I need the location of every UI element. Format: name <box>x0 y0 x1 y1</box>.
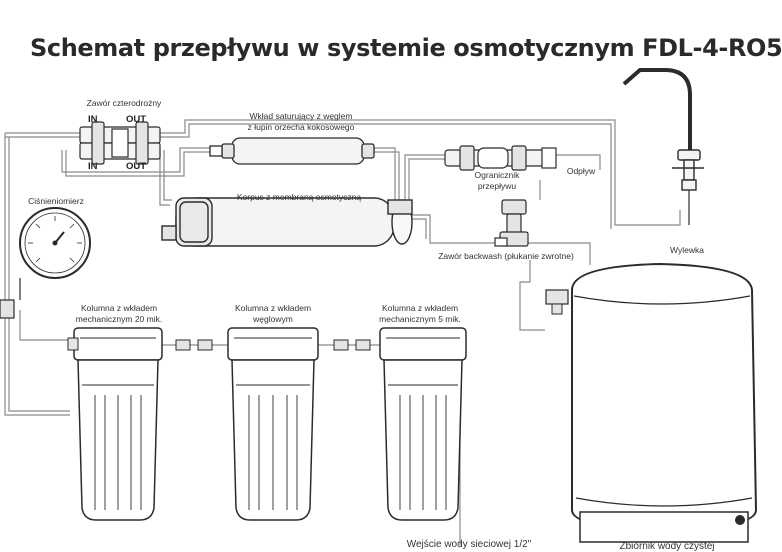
pressure-gauge <box>0 207 91 319</box>
backwash-valve <box>494 199 529 247</box>
four-way-valve-label: Zawór czterodrożny <box>86 98 162 108</box>
flow-limiter-label-1: Ogranicznik <box>474 170 520 180</box>
four-way-valve-in-bottom: IN <box>88 161 98 172</box>
column1-label-2: mechanicznym 20 mik. <box>75 314 163 324</box>
carbon-insert-label-2: z łupin orzecha kokosowego <box>247 122 355 132</box>
pressure-gauge-label: Ciśnieniomierz <box>28 196 84 206</box>
flow-limiter <box>444 145 557 171</box>
clean-water-tank <box>545 262 758 543</box>
filter-column-1 <box>67 327 163 521</box>
tubing <box>4 119 681 545</box>
backwash-valve-label: Zawór backwash (płukanie zwrotne) <box>438 251 574 261</box>
carbon-insert-housing <box>209 137 375 165</box>
drain-label: Odpływ <box>566 166 596 176</box>
column3-label-2: mechanicznym 5 mik. <box>379 314 461 324</box>
spout <box>622 68 704 225</box>
membrane-housing <box>161 197 413 247</box>
flow-limiter-label-2: przepływu <box>477 181 517 191</box>
filter-column-3 <box>379 327 467 521</box>
column2-label-2: węglowym <box>253 314 293 324</box>
four-way-valve-in-top: IN <box>88 114 98 125</box>
column1-label-1: Kolumna z wkładem <box>80 303 158 313</box>
filter-column-2 <box>227 327 319 521</box>
spout-label: Wylewka <box>670 245 704 255</box>
column2-label-1: Kolumna z wkładem <box>234 303 312 313</box>
water-inlet-label: Wejście wody sieciowej 1/2" <box>406 539 532 550</box>
four-way-valve <box>79 121 161 165</box>
column3-label-1: Kolumna z wkładem <box>381 303 459 313</box>
diagram-title: Schemat przepływu w systemie osmotycznym… <box>30 34 782 62</box>
four-way-valve-out-bottom: OUT <box>126 161 147 172</box>
four-way-valve-out-top: OUT <box>126 114 147 125</box>
clean-water-tank-label: Zbiornik wody czystej <box>619 541 715 552</box>
column-connectors <box>175 339 371 351</box>
membrane-housing-label: Korpus z membraną osmotyczną <box>236 192 362 202</box>
carbon-insert-label-1: Wkład saturujący z węglem <box>249 111 353 121</box>
